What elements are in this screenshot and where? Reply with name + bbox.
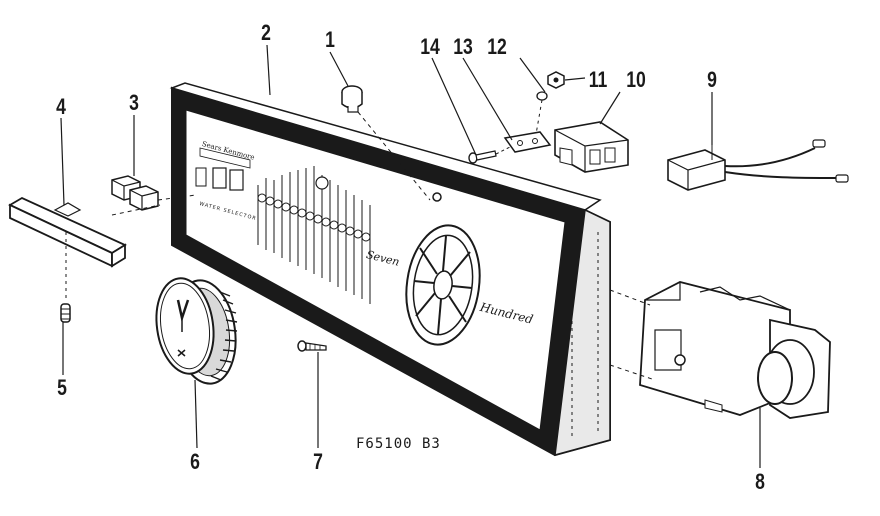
- washer-part-12: [534, 91, 548, 141]
- callout-4: 4: [56, 94, 66, 119]
- button-blocks-part-3: [111, 175, 197, 211]
- button-part-1: [341, 85, 431, 201]
- figure-code: F65100 B3: [356, 436, 441, 452]
- bracket-part-10: [554, 121, 629, 173]
- callout-10: 10: [626, 67, 646, 92]
- screw-part-7: [297, 340, 327, 352]
- slide-bar-part-4: [8, 196, 161, 300]
- callout-5: 5: [57, 375, 67, 400]
- timer-dial-graphic: [405, 224, 481, 346]
- callout-2: 2: [261, 20, 271, 45]
- screw-part-5: [60, 303, 71, 323]
- plate-part-13: [503, 131, 552, 153]
- switch-part-9: [667, 139, 849, 191]
- callout-7: 7: [313, 449, 323, 474]
- callout-11: 11: [588, 67, 608, 92]
- callout-12: 12: [487, 34, 507, 59]
- screw-part-14: [468, 145, 513, 164]
- callout-1: 1: [325, 27, 335, 52]
- control-panel-part-2: [169, 82, 611, 457]
- nut-part-11: [547, 71, 565, 89]
- callout-14: 14: [420, 34, 440, 59]
- callout-3: 3: [129, 90, 139, 115]
- callout-6: 6: [190, 449, 200, 474]
- leader-lines: [60, 44, 761, 468]
- knob-part-6: [155, 277, 238, 385]
- timer-part-8: [609, 281, 831, 419]
- callout-9: 9: [707, 67, 717, 92]
- callout-8: 8: [755, 469, 765, 494]
- callout-13: 13: [453, 34, 473, 59]
